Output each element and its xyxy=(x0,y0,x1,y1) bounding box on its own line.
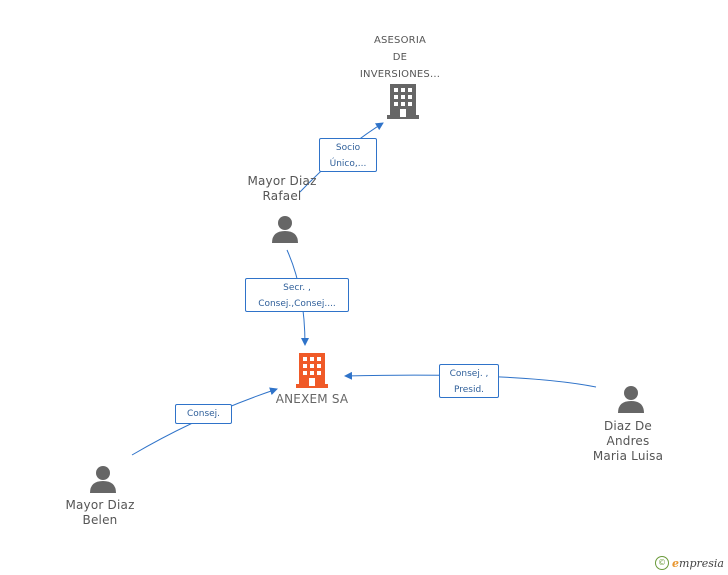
edge-label-line: Consej.,Consej.... xyxy=(258,299,336,309)
label-line: Mayor Diaz xyxy=(247,174,317,188)
copyright-icon: © xyxy=(655,556,670,570)
person-belen-label[interactable]: Mayor Diaz Belen xyxy=(55,498,145,528)
edge-label-line: Secr. , xyxy=(283,283,311,293)
company-asesoria-label[interactable]: ASESORIA DE INVERSIONES... xyxy=(355,32,445,83)
label-line: DE xyxy=(392,52,408,63)
label-line: Mayor Diaz xyxy=(65,498,135,512)
edge-label-consej[interactable]: Consej. xyxy=(175,404,232,424)
person-icon[interactable] xyxy=(88,465,118,493)
label-line: Diaz De xyxy=(603,419,653,433)
label-line: Andres xyxy=(606,434,650,448)
brand-initial: e xyxy=(672,556,680,570)
person-maria-label[interactable]: Diaz De Andres Maria Luisa xyxy=(578,419,678,464)
brand-rest: mpresia xyxy=(679,556,724,570)
person-icon[interactable] xyxy=(270,215,300,243)
person-icon[interactable] xyxy=(616,385,646,413)
footer-brand: © empresia xyxy=(655,556,724,570)
label-line: ASESORIA xyxy=(373,35,427,46)
edge-label-secr[interactable]: Secr. , Consej.,Consej.... xyxy=(245,278,349,312)
building-icon[interactable] xyxy=(387,83,419,119)
edge-label-line: Consej. xyxy=(186,409,221,419)
label-line: INVERSIONES... xyxy=(359,69,441,80)
edge-label-socio[interactable]: Socio Único,... xyxy=(319,138,377,172)
company-anexem-label[interactable]: ANEXEM SA xyxy=(275,392,349,406)
label-line: Rafael xyxy=(262,189,302,203)
edge-label-line: Presid. xyxy=(453,385,485,395)
edge-label-line: Socio xyxy=(335,143,361,153)
brand-logo: empresia xyxy=(672,557,724,570)
edge-label-line: Consej. , xyxy=(449,369,489,379)
label-line: Maria Luisa xyxy=(592,449,664,463)
person-rafael-label[interactable]: Mayor Diaz Rafael xyxy=(237,174,327,204)
edge-label-consej-presid[interactable]: Consej. , Presid. xyxy=(439,364,499,398)
building-icon[interactable] xyxy=(296,352,328,388)
edge-label-line: Único,... xyxy=(329,159,367,169)
label-line: Belen xyxy=(82,513,118,527)
